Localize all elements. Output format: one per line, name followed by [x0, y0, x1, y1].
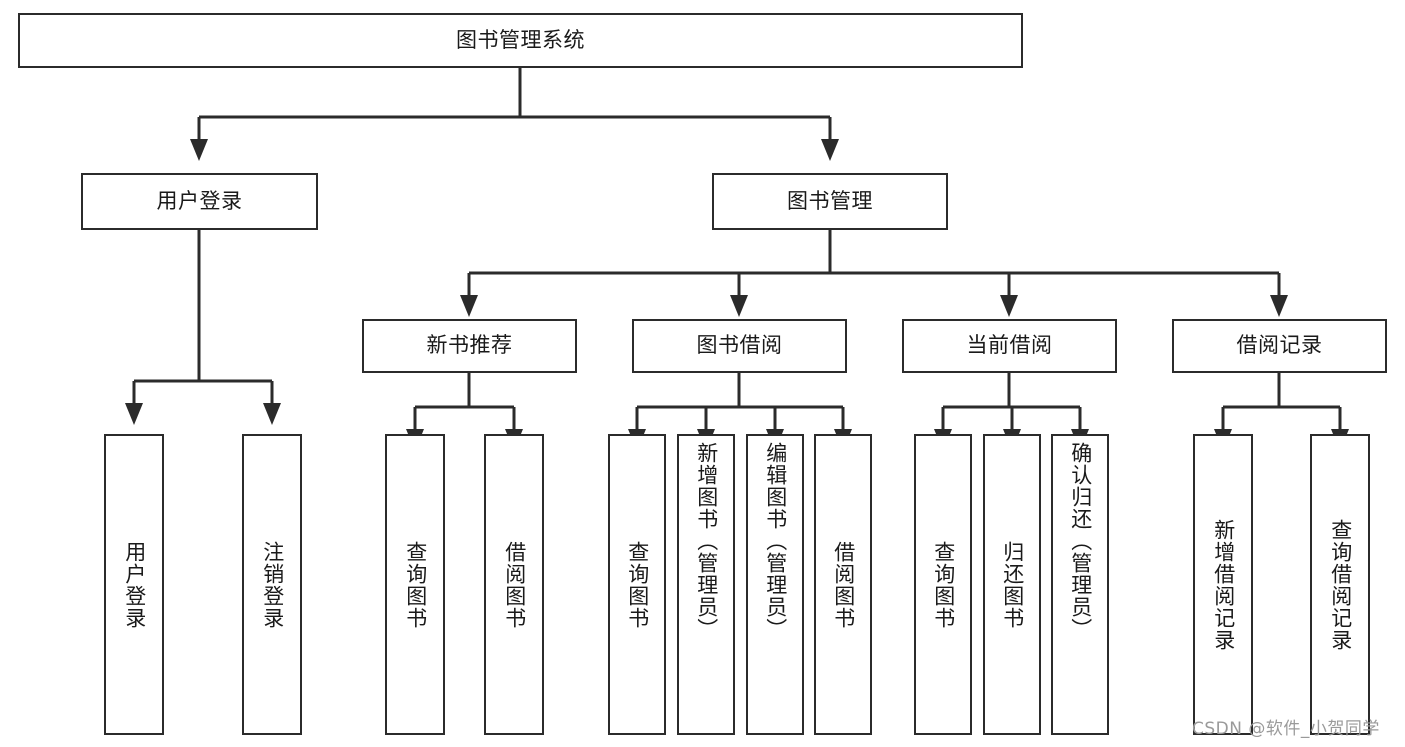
node-label-leaf-query-book-3: 查询图书: [931, 540, 956, 629]
node-label-borrow-record: 借阅记录: [1236, 333, 1323, 358]
node-leaf-edit-book[interactable]: 编辑图书（管理员）: [746, 434, 804, 735]
node-label-current-borrow: 当前借阅: [966, 333, 1053, 358]
node-leaf-borrow-book-2[interactable]: 借阅图书: [814, 434, 872, 735]
node-label-leaf-add-book: 新增图书（管理员）: [694, 442, 719, 640]
arrow-icon-book_management_children-3: [1270, 295, 1288, 317]
node-leaf-logout[interactable]: 注销登录: [242, 434, 302, 735]
arrow-icon-book_management_children-0: [460, 295, 478, 317]
node-leaf-confirm-return[interactable]: 确认归还（管理员）: [1051, 434, 1109, 735]
arrow-icon-book_management_children-1: [730, 295, 748, 317]
node-label-leaf-query-book-2: 查询图书: [625, 540, 650, 629]
node-leaf-query-book-2[interactable]: 查询图书: [608, 434, 666, 735]
node-leaf-query-book-1[interactable]: 查询图书: [385, 434, 445, 735]
node-leaf-query-book-3[interactable]: 查询图书: [914, 434, 972, 735]
node-leaf-user-login[interactable]: 用户登录: [104, 434, 164, 735]
node-label-book-borrow: 图书借阅: [696, 333, 783, 358]
node-label-leaf-add-record: 新增借阅记录: [1211, 518, 1236, 651]
node-leaf-return-book[interactable]: 归还图书: [983, 434, 1041, 735]
node-label-root: 图书管理系统: [456, 27, 585, 52]
node-leaf-query-record[interactable]: 查询借阅记录: [1310, 434, 1370, 735]
node-label-leaf-confirm-return: 确认归还（管理员）: [1068, 442, 1093, 640]
node-label-leaf-borrow-book-1: 借阅图书: [502, 540, 527, 629]
arrow-icon-root_to_level1-0: [190, 139, 208, 161]
node-book-management[interactable]: 图书管理: [712, 173, 948, 230]
node-root[interactable]: 图书管理系统: [18, 13, 1023, 68]
node-label-new-book-recommend: 新书推荐: [426, 333, 513, 358]
node-label-leaf-user-login: 用户登录: [122, 540, 147, 629]
node-new-book-recommend[interactable]: 新书推荐: [362, 319, 577, 373]
node-label-leaf-borrow-book-2: 借阅图书: [831, 540, 856, 629]
node-leaf-add-record[interactable]: 新增借阅记录: [1193, 434, 1253, 735]
node-label-user-login: 用户登录: [156, 188, 243, 213]
arrow-icon-book_management_children-2: [1000, 295, 1018, 317]
node-leaf-borrow-book-1[interactable]: 借阅图书: [484, 434, 544, 735]
node-book-borrow[interactable]: 图书借阅: [632, 319, 847, 373]
arrow-icon-user_login_children-0: [125, 403, 143, 425]
node-user-login[interactable]: 用户登录: [81, 173, 318, 230]
node-label-leaf-logout: 注销登录: [260, 540, 285, 629]
node-current-borrow[interactable]: 当前借阅: [902, 319, 1117, 373]
node-label-leaf-query-record: 查询借阅记录: [1328, 518, 1353, 651]
node-label-leaf-edit-book: 编辑图书（管理员）: [763, 442, 788, 640]
arrow-icon-root_to_level1-1: [821, 139, 839, 161]
arrow-icon-user_login_children-1: [263, 403, 281, 425]
node-label-book-management: 图书管理: [787, 188, 873, 213]
node-leaf-add-book[interactable]: 新增图书（管理员）: [677, 434, 735, 735]
node-borrow-record[interactable]: 借阅记录: [1172, 319, 1387, 373]
node-label-leaf-query-book-1: 查询图书: [403, 540, 428, 629]
node-label-leaf-return-book: 归还图书: [1000, 540, 1025, 629]
